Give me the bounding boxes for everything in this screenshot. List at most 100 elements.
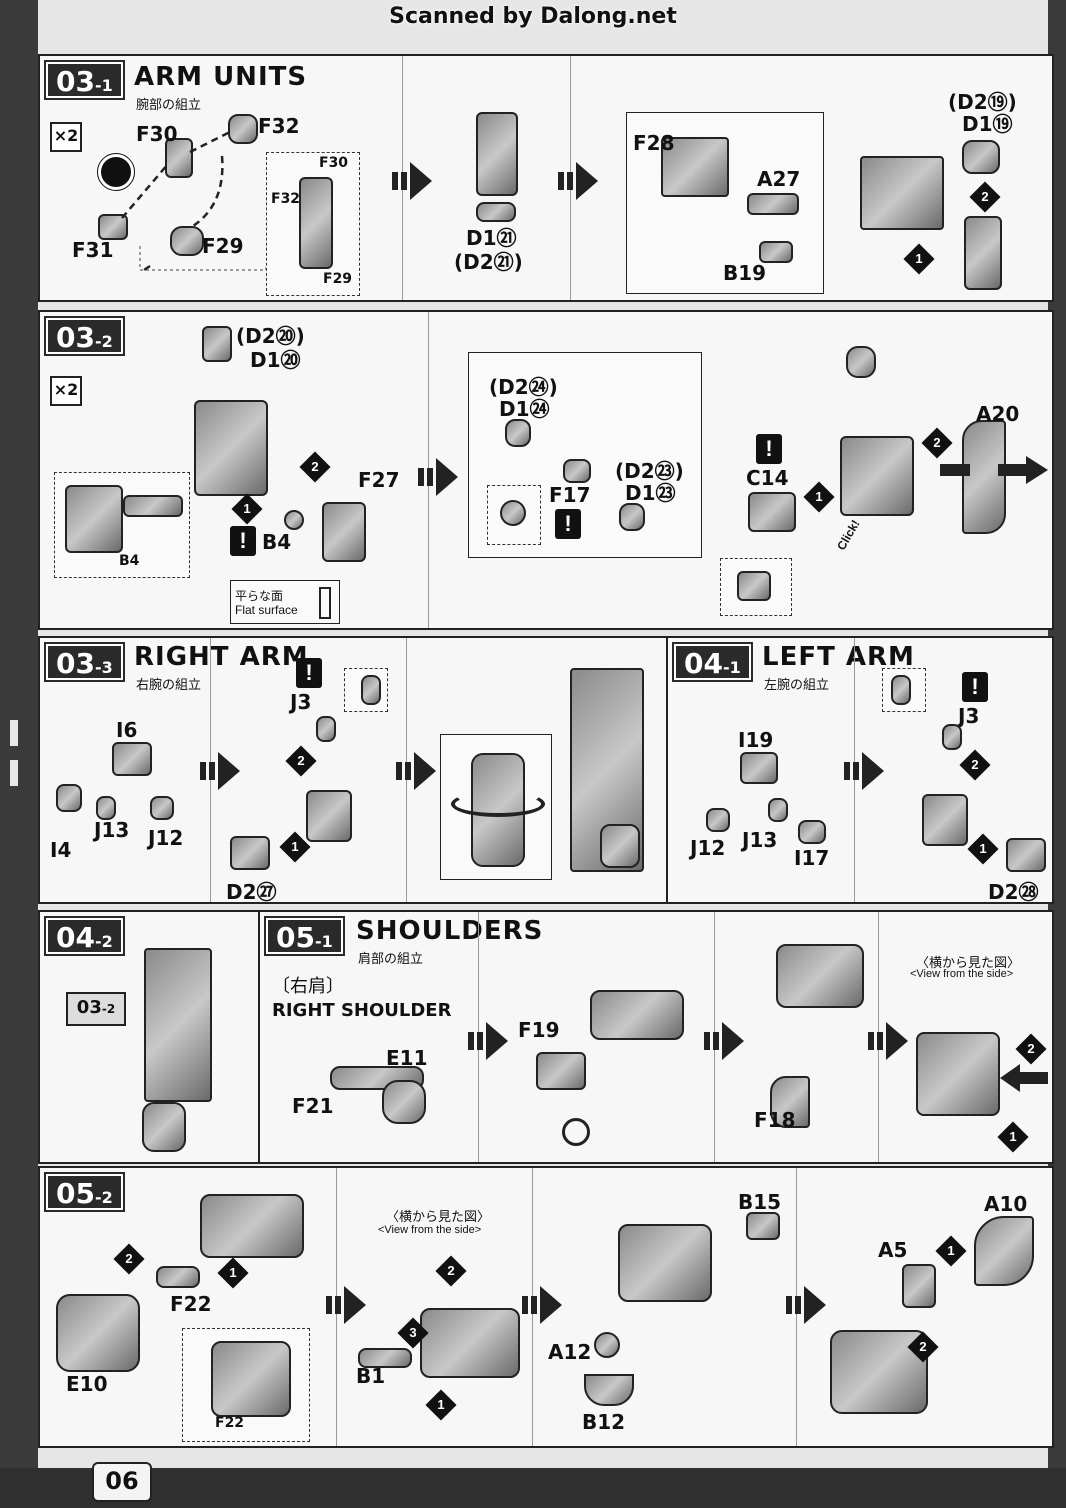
part-label: F29 xyxy=(323,271,353,287)
part-e10-shape xyxy=(56,1294,140,1372)
part-label: D1⑳ xyxy=(250,348,301,372)
part-label: D1㉑ xyxy=(466,226,517,250)
part-a10-shape xyxy=(974,1216,1034,1286)
part-f17-shape xyxy=(563,459,591,483)
part-label: J12 xyxy=(148,826,184,850)
next-step-arrow xyxy=(558,162,598,200)
step-badge: 05-2 xyxy=(44,1172,125,1212)
next-step-arrow xyxy=(704,1022,744,1060)
part-d1-shape xyxy=(962,140,1000,174)
detail-inset: (D2㉔) D1㉔ F17 ! (D2㉓) D1㉓ xyxy=(468,352,702,558)
flat-surface-jp: 平らな面 xyxy=(235,589,284,603)
section-subtitle-jp: 腕部の組立 xyxy=(136,97,202,112)
part-label: (D2⑲) xyxy=(948,90,1017,114)
part-a5-shape xyxy=(902,1264,936,1308)
step-2-marker: 2 xyxy=(907,1331,939,1363)
part-label: D2㉘ xyxy=(988,880,1039,904)
detail-part-shape xyxy=(737,571,771,601)
hand-shape xyxy=(142,1102,186,1152)
part-b19-shape xyxy=(759,241,793,263)
part-label: F31 xyxy=(72,238,114,262)
next-step-arrow xyxy=(418,458,458,496)
step-badge: 03-3 xyxy=(44,642,125,682)
arm-base-shape xyxy=(964,216,1002,290)
part-label: B4 xyxy=(119,553,140,569)
finger-shape xyxy=(706,808,730,832)
part-label: F21 xyxy=(292,1094,334,1118)
part-label: F32 xyxy=(258,114,300,138)
next-step-arrow xyxy=(200,752,240,790)
shoulder-assembly-shape xyxy=(590,990,684,1040)
section-title: RIGHT ARM xyxy=(134,642,309,672)
detail-part-shape xyxy=(500,500,526,526)
right-shoulder-jp: 〔右肩〕 xyxy=(272,976,344,996)
step-1-marker: 1 xyxy=(935,1235,967,1267)
part-label: J12 xyxy=(690,836,726,860)
side-view-jp: 〈横から見た図〉 xyxy=(916,955,1021,970)
part-label: D2㉗ xyxy=(226,880,277,904)
assembly-guide-lines xyxy=(121,130,267,273)
step-badge: 03-1 xyxy=(44,60,125,100)
detail-blade-shape xyxy=(123,495,183,517)
part-f18-shape xyxy=(770,1076,810,1128)
part-label: E11 xyxy=(386,1046,428,1070)
side-view-jp: 〈横から見た図〉 xyxy=(386,1209,491,1224)
part-assembly-shape xyxy=(476,112,518,196)
finger-shape xyxy=(96,796,116,820)
caution-icon: ! xyxy=(296,658,322,688)
arm-unit-shape xyxy=(194,400,268,496)
panel-05-1: 05-1 SHOULDERS 肩部の組立 〔右肩〕 RIGHT SHOULDER… xyxy=(258,910,1054,1164)
part-label: A20 xyxy=(976,402,1020,426)
flat-surface-icon xyxy=(319,587,331,619)
step-2-marker: 2 xyxy=(285,745,317,777)
detail-part-shape xyxy=(65,485,123,553)
step-1-marker: 1 xyxy=(803,481,835,513)
part-label: B4 xyxy=(262,530,292,554)
shoulder-final-shape xyxy=(830,1330,928,1414)
push-arrow xyxy=(1000,1064,1048,1092)
side-view-en: <View from the side> xyxy=(910,968,1014,980)
shoulder-armor-shape xyxy=(200,1194,304,1258)
part-f22-shape xyxy=(156,1266,200,1288)
step-badge: 05-1 xyxy=(264,916,345,956)
part-label: F27 xyxy=(358,468,400,492)
reference-step-badge: 03-2 xyxy=(66,992,126,1026)
step-2-marker: 2 xyxy=(969,181,1001,213)
panel-03-1: 03-1 ARM UNITS 腕部の組立 ×2 F30 F32 F31 F29 … xyxy=(38,54,1054,302)
arm-unit-shape xyxy=(840,436,914,516)
page-frame-bottom xyxy=(0,1468,1066,1508)
part-label: B15 xyxy=(738,1190,782,1214)
shoulder-side-view-shape xyxy=(916,1032,1000,1116)
part-d1-shape xyxy=(505,419,531,447)
page-frame-left xyxy=(0,0,38,1508)
part-f19-shape xyxy=(536,1052,586,1090)
click-note: Click! xyxy=(834,517,863,553)
rotation-detail-inset xyxy=(440,734,552,880)
part-label: E10 xyxy=(66,1372,108,1396)
part-label: J3 xyxy=(290,690,312,714)
section-subtitle-jp: 左腕の組立 xyxy=(764,677,830,692)
section-subtitle-jp: 右腕の組立 xyxy=(136,677,202,692)
frame-notch xyxy=(10,720,18,746)
part-f27-shape xyxy=(322,502,366,562)
part-j3-shape xyxy=(316,716,336,742)
part-c14-shape xyxy=(748,492,796,532)
caution-icon: ! xyxy=(962,672,988,702)
part-d1-shape xyxy=(619,503,645,531)
finger-shape xyxy=(150,796,174,820)
next-step-arrow xyxy=(844,752,884,790)
part-label: I6 xyxy=(116,718,138,742)
part-label: A12 xyxy=(548,1340,592,1364)
pull-out-arrow xyxy=(940,456,1048,484)
caution-icon: ! xyxy=(756,434,782,464)
part-a27-shape xyxy=(747,193,799,215)
part-label: J3 xyxy=(958,704,980,728)
panel-04-1: 04-1 LEFT ARM 左腕の組立 I19 J12 J13 I17 ! J3… xyxy=(666,636,1054,904)
part-label: (D2㉓) xyxy=(615,459,684,483)
part-label: F22 xyxy=(170,1292,212,1316)
next-step-arrow xyxy=(396,752,436,790)
rotate-arrow-icon xyxy=(451,791,545,817)
step-badge: 04-2 xyxy=(44,916,125,956)
step-badge: 04-1 xyxy=(672,642,753,682)
shoulder-side-view-shape xyxy=(420,1308,520,1378)
